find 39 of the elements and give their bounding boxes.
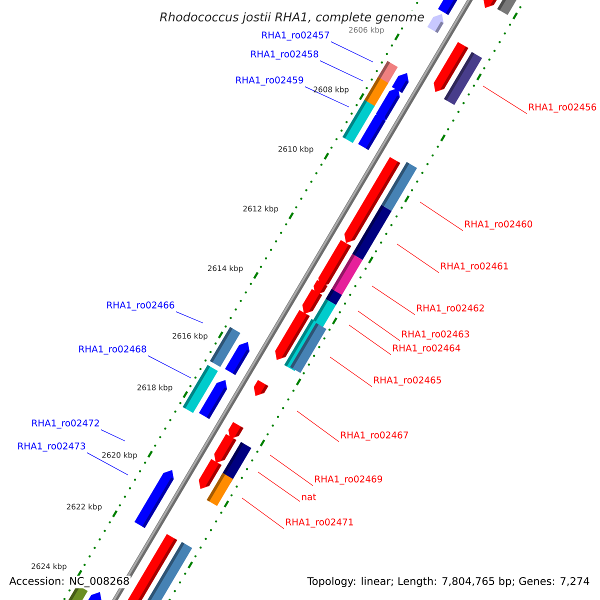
leader-line	[86, 452, 128, 476]
leader-line	[396, 244, 440, 273]
leader-line	[296, 410, 340, 442]
title: Rhodococcus jostii RHA1, complete genome	[158, 10, 426, 26]
leader-line	[372, 286, 416, 315]
gene-label: RHA1_ro02472	[32, 420, 99, 428]
gene-label: RHA1_ro02471	[286, 518, 353, 528]
leader-line	[148, 355, 192, 378]
leader-line	[242, 498, 284, 529]
leader-line	[258, 472, 300, 502]
leader-line	[270, 454, 314, 486]
gene-label: RHA1_ro02457	[262, 31, 330, 40]
genome-info-text: Topology: linear; Length: 7,804,765 bp; Genes: 7,274	[307, 576, 590, 588]
gene-label: RHA1_ro02459	[236, 76, 304, 86]
gene-label: RHA1_ro02456	[529, 103, 596, 112]
gene-label: RHA1_ro02469	[315, 476, 382, 484]
leader-line	[176, 311, 204, 324]
leader-line	[330, 356, 372, 387]
leader-line	[320, 60, 364, 82]
gene-label: RHA1_ro02460	[465, 220, 532, 230]
leader-line	[482, 86, 528, 114]
gene-label: RHA1_ro02458	[251, 50, 318, 60]
gene-label: RHA1_ro02463	[402, 330, 469, 340]
gene-label: RHA1_ro02461	[441, 262, 508, 272]
leader-line	[330, 41, 374, 62]
gene-label: RHA1_ro02465	[374, 376, 441, 386]
gene-label: RHA1_ro02462	[417, 304, 484, 314]
leader-line	[420, 202, 464, 231]
gene-label: RHA1_ro02467	[341, 432, 408, 440]
leader-line	[358, 310, 400, 341]
gene-label: RHA1_ro02468	[79, 346, 146, 354]
gene-label: RHA1_ro02473	[18, 442, 86, 452]
leader-line	[100, 429, 126, 442]
leader-line	[348, 324, 392, 355]
gene-label: nat	[302, 494, 316, 500]
accession-text: Accession: NC_008268	[8, 576, 131, 588]
gene-label: RHA1_ro02464	[393, 344, 460, 354]
gene-label: RHA1_ro02466	[107, 302, 174, 310]
leader-line	[304, 86, 350, 108]
